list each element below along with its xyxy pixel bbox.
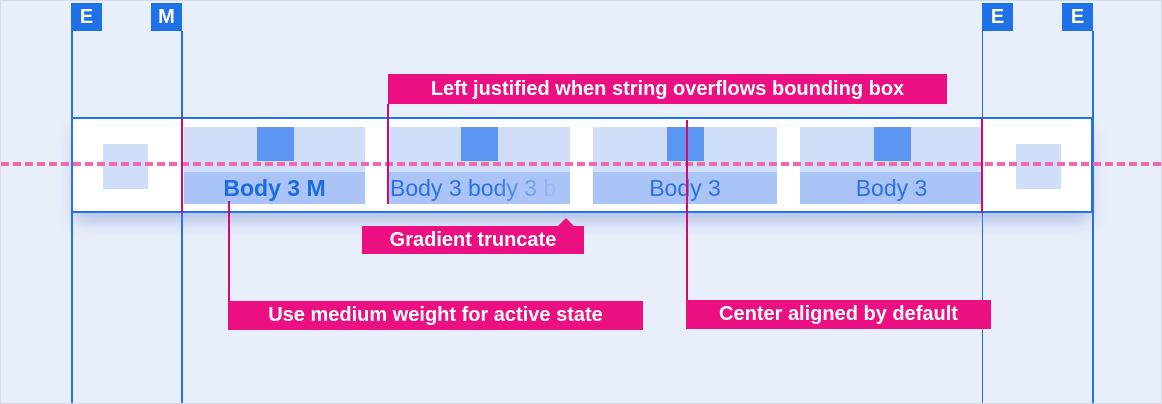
guide-line-right-inner — [981, 31, 983, 403]
annotation-text: Use medium weight for active state — [268, 304, 603, 326]
connector-line-tab-end — [981, 118, 983, 213]
tab-icon — [461, 127, 498, 161]
baseline-dashed-guide — [1, 162, 1161, 166]
spacing-marker-e-inner: E — [982, 3, 1013, 31]
spacing-marker-e-left: E — [71, 3, 102, 31]
leading-placeholder-square — [103, 144, 148, 189]
spacing-marker-m: M — [151, 3, 182, 31]
tab-icon — [667, 127, 704, 161]
tab-label: Body 3 M — [184, 172, 365, 204]
annotation-text: Center aligned by default — [719, 303, 958, 325]
tab-label-text: Body 3 M — [223, 174, 326, 201]
annotation-medium-weight: Use medium weight for active state — [228, 301, 643, 330]
tab-icon — [873, 127, 911, 161]
annotation-gradient-truncate: Gradient truncate — [362, 218, 584, 254]
gradient-truncate-fade — [492, 172, 570, 204]
caret-up-icon — [558, 218, 574, 226]
guide-line-right-outer — [1092, 31, 1094, 403]
tab-label: Body 3 body 3 b — [388, 172, 570, 204]
tab-label: Body 3 — [800, 172, 983, 204]
annotation-center-aligned: Center aligned by default — [686, 300, 991, 329]
annotation-left-justified: Left justified when string overflows bou… — [388, 74, 947, 104]
annotation-text: Gradient truncate — [389, 228, 557, 251]
tab-label-text: Body 3 — [855, 174, 928, 201]
tab-label-text: Body 3 — [649, 174, 721, 201]
trailing-placeholder-square — [1016, 144, 1061, 189]
spacing-marker-e-right: E — [1062, 3, 1093, 31]
annotation-text: Left justified when string overflows bou… — [430, 77, 905, 100]
guide-line-left-inner — [181, 31, 183, 403]
guide-line-left-outer — [71, 31, 73, 403]
connector-line-center-aligned — [686, 120, 688, 300]
connector-line-medium-weight — [228, 201, 230, 302]
connector-line-tab-start — [181, 118, 183, 213]
tab-icon — [256, 127, 294, 161]
tab-label: Body 3 — [593, 172, 777, 204]
connector-line-left-justified — [387, 104, 389, 204]
